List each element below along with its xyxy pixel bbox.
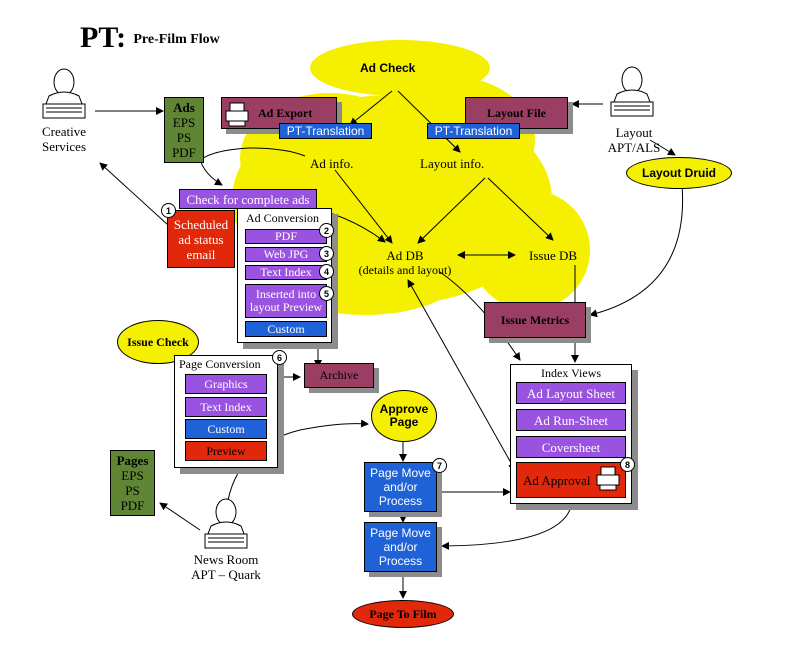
news-room-line2: APT – Quark: [191, 567, 261, 582]
ad-conversion-layout-preview-label: Inserted into layout Preview: [249, 287, 323, 314]
badge-5: 5: [319, 286, 334, 301]
page-conversion-text-index-label: Text Index: [200, 399, 252, 414]
pages-box-ps: PS: [125, 483, 140, 498]
creative-services-line2: Services: [41, 139, 87, 154]
page-conversion-text-index: Text Index: [185, 397, 267, 417]
coversheet-label: Coversheet: [541, 439, 601, 455]
page-move-box-1: Page Move and/or Process: [364, 462, 437, 512]
page-move-2-line2: and/or: [383, 540, 418, 554]
layout-druid-oval: Layout Druid: [626, 157, 732, 189]
pt-translation-layout-label: PT-Translation: [434, 123, 513, 138]
ad-layout-sheet-label: Ad Layout Sheet: [526, 385, 616, 401]
badge-1: 1: [161, 203, 176, 218]
page-move-2-line1: Page Move: [370, 526, 431, 540]
pt-translation-layout: PT-Translation: [427, 123, 520, 139]
page-move-box-2: Page Move and/or Process: [364, 522, 437, 572]
ad-check-label: Ad Check: [360, 61, 416, 75]
news-room-label: News Room APT – Quark: [186, 552, 266, 582]
ad-db-label: Ad DB (details and layout): [352, 248, 458, 278]
page-title: PT: Pre-Film Flow: [80, 22, 220, 54]
scheduled-email-box: Scheduled ad status email: [167, 210, 235, 268]
index-views-coversheet: Coversheet: [516, 436, 626, 458]
check-complete-label: Check for complete ads: [186, 191, 310, 207]
pages-box: Pages EPS PS PDF: [110, 450, 155, 516]
approve-page-oval: Approve Page: [371, 390, 437, 442]
page-move-1-line1: Page Move: [370, 466, 431, 480]
ad-run-sheet-label: Ad Run-Sheet: [533, 412, 609, 428]
ad-db-subtitle: (details and layout): [358, 263, 452, 277]
ad-conversion-layout-preview: Inserted into layout Preview: [245, 284, 327, 318]
badge-6: 6: [272, 350, 287, 365]
layout-source-line1: Layout: [615, 125, 653, 140]
ad-conversion-pdf-label: PDF: [274, 229, 297, 243]
news-room-line1: News Room: [193, 552, 259, 567]
ad-export-label: Ad Export: [258, 105, 313, 120]
ad-approval-box: Ad Approval: [516, 462, 626, 498]
ad-conversion-title: Ad Conversion: [246, 211, 319, 225]
index-views-title: Index Views: [541, 366, 602, 380]
title-text: Pre-Film Flow: [133, 32, 220, 47]
page-conversion-custom-label: Custom: [207, 421, 245, 436]
page-conversion-preview: Preview: [185, 441, 267, 461]
index-views-ad-run-sheet: Ad Run-Sheet: [516, 409, 626, 431]
ad-conversion-custom: Custom: [245, 321, 327, 337]
archive-label: Archive: [319, 368, 359, 382]
issue-metrics-label: Issue Metrics: [500, 312, 570, 327]
pages-box-title: Pages: [116, 453, 149, 468]
badge-7: 7: [432, 458, 447, 473]
layout-source-line2: APT/ALS: [607, 140, 661, 155]
creative-services-line1: Creative: [41, 124, 87, 139]
ads-box-title: Ads: [173, 100, 195, 115]
scheduled-email-line1: Scheduled: [173, 216, 229, 232]
ad-db-title: Ad DB: [386, 248, 424, 263]
issue-check-label: Issue Check: [127, 334, 189, 349]
ads-box-pdf: PDF: [172, 145, 196, 160]
scheduled-email-line2: ad status: [178, 231, 224, 247]
layout-info-label: Layout info.: [420, 156, 485, 171]
page-conversion-preview-label: Preview: [206, 443, 246, 458]
page-move-2-line3: Process: [378, 554, 423, 568]
pt-translation-ad-label: PT-Translation: [286, 123, 365, 138]
badge-4: 4: [319, 264, 334, 279]
pt-translation-ad: PT-Translation: [279, 123, 372, 139]
pages-box-pdf: PDF: [120, 498, 145, 513]
page-to-film-label: Page To Film: [369, 606, 437, 621]
ad-conversion-text-index: Text Index: [245, 265, 327, 280]
creative-services-label: Creative Services: [38, 124, 90, 154]
page-move-1-line2: and/or: [383, 480, 418, 494]
pages-box-eps: EPS: [121, 468, 144, 483]
page-conversion-graphics: Graphics: [185, 374, 267, 394]
badge-2: 2: [319, 223, 334, 238]
ads-box-ps: PS: [176, 130, 192, 145]
page-to-film-oval: Page To Film: [352, 600, 454, 628]
layout-source-label: Layout APT/ALS: [598, 125, 670, 155]
ad-conversion-web-jpg-label: Web JPG: [263, 247, 309, 261]
layout-file-label: Layout File: [487, 105, 546, 120]
issue-db-label: Issue DB: [529, 248, 578, 263]
title-prefix: PT:: [80, 21, 127, 54]
issue-metrics-box: Issue Metrics: [484, 302, 586, 338]
ad-approval-label: Ad Approval: [523, 472, 591, 488]
approve-page-line2: Page: [389, 415, 419, 429]
ad-conversion-pdf: PDF: [245, 229, 327, 244]
badge-8: 8: [620, 457, 635, 472]
layout-druid-label: Layout Druid: [642, 165, 716, 180]
ad-conversion-text-index-label: Text Index: [260, 265, 312, 279]
scheduled-email-line3: email: [186, 246, 216, 262]
badge-3: 3: [319, 246, 334, 261]
index-views-ad-layout-sheet: Ad Layout Sheet: [516, 382, 626, 404]
ad-conversion-web-jpg: Web JPG: [245, 247, 327, 262]
page-conversion-title: Page Conversion: [179, 357, 261, 371]
ads-box-eps: EPS: [172, 115, 196, 130]
approve-page-line1: Approve: [379, 402, 429, 416]
page-move-1-line3: Process: [378, 494, 423, 508]
check-complete-box: Check for complete ads: [179, 189, 317, 209]
ad-conversion-custom-label: Custom: [267, 321, 305, 336]
ads-box: Ads EPS PS PDF: [164, 97, 204, 163]
page-conversion-graphics-label: Graphics: [204, 376, 248, 391]
archive-box: Archive: [304, 363, 374, 388]
page-conversion-custom: Custom: [185, 419, 267, 439]
ad-info-label: Ad info.: [310, 156, 354, 171]
